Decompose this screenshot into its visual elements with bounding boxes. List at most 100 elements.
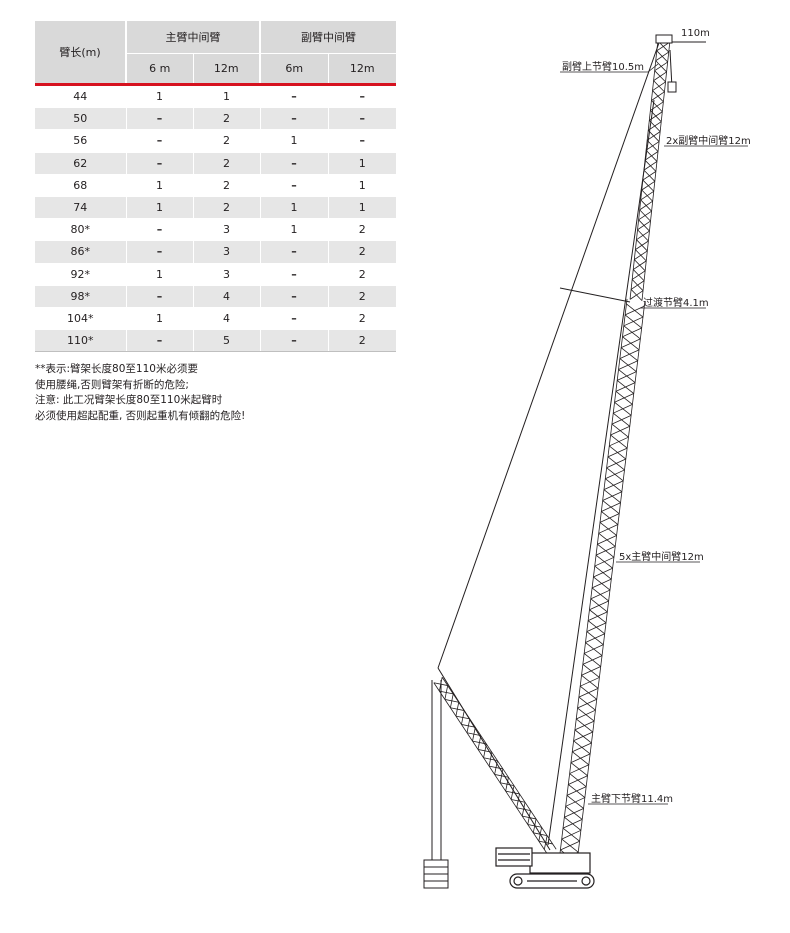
table-row: 98*–4–2: [35, 285, 396, 308]
count-cell: 1: [259, 196, 328, 220]
count-cell: 1: [259, 129, 328, 153]
boom-length-cell: 56: [35, 129, 126, 153]
count-cell: 1: [259, 218, 328, 242]
count-cell: 1: [125, 82, 193, 109]
backstay-rope: [547, 99, 655, 846]
count-cell: 5: [192, 329, 260, 353]
boom-length-cell: 44: [35, 82, 126, 109]
boom-length-cell: 50: [35, 107, 126, 131]
label-leaders: [560, 63, 748, 805]
table-row: 110*–5–2: [35, 329, 396, 353]
note-line: **表示:臂架长度80至110米必须要: [35, 363, 198, 375]
boom-length-header: 臂长(m): [35, 21, 126, 85]
jib-head-sheave: [655, 34, 673, 44]
count-cell: –: [327, 129, 396, 153]
count-cell: 2: [192, 152, 260, 175]
boom-length-cell: 80*: [35, 218, 126, 242]
jib-insert-header: 副臂中间臂: [259, 21, 396, 54]
jib-head: [655, 34, 706, 93]
boom-length-cell: 68: [35, 174, 126, 197]
transition-tie: [559, 287, 631, 303]
label-transition: 过渡节臂4.1m: [643, 296, 709, 309]
count-cell: –: [259, 107, 328, 131]
count-cell: –: [259, 329, 328, 353]
boom-length-cell: 86*: [35, 240, 126, 264]
count-cell: 1: [327, 152, 396, 175]
count-cell: –: [125, 107, 193, 131]
label-jib-top: 副臂上节臂10.5m: [562, 60, 644, 73]
crawler-base: [495, 847, 595, 889]
note-line: 必须使用超起配重, 否则起重机有倾翻的危险!: [35, 409, 246, 422]
table-row: 50–2––: [35, 107, 396, 131]
label-main-mid: 5x主臂中间臂12m: [619, 550, 704, 563]
note-line: 注意: 此工况臂架长度80至110米起臂时: [35, 394, 223, 407]
count-cell: –: [259, 263, 328, 286]
count-cell: 2: [327, 285, 396, 308]
count-cell: 3: [192, 240, 260, 264]
count-cell: 1: [192, 82, 260, 109]
main-boom-insert-header: 主臂中间臂: [125, 21, 260, 54]
count-cell: 2: [327, 240, 396, 264]
boom-length-cell: 104*: [35, 307, 126, 331]
count-cell: 1: [125, 263, 193, 286]
count-cell: 2: [327, 263, 396, 286]
count-cell: 2: [327, 307, 396, 331]
count-cell: 1: [327, 174, 396, 197]
count-cell: 2: [192, 196, 260, 220]
count-cell: 2: [192, 129, 260, 153]
count-cell: –: [259, 152, 328, 175]
table-row: 62–2–1: [35, 152, 396, 175]
count-cell: 2: [327, 329, 396, 353]
count-cell: –: [327, 107, 396, 131]
boom-length-cell: 74: [35, 196, 126, 220]
count-cell: –: [259, 82, 328, 109]
jib-lattice: [629, 39, 671, 301]
main-6m-header: 6 m: [125, 53, 193, 85]
count-cell: –: [125, 218, 193, 242]
count-cell: –: [259, 307, 328, 331]
count-cell: 2: [192, 107, 260, 131]
label-110m: 110m: [681, 28, 710, 39]
mast-lattice: [433, 677, 557, 855]
count-cell: –: [125, 329, 193, 353]
count-cell: 3: [192, 218, 260, 242]
count-cell: 1: [327, 196, 396, 220]
count-cell: 1: [125, 196, 193, 220]
count-cell: –: [259, 285, 328, 308]
count-cell: –: [327, 82, 396, 109]
count-cell: 3: [192, 263, 260, 286]
count-cell: 1: [125, 174, 193, 197]
count-cell: –: [259, 240, 328, 264]
counterweight-stack: [495, 847, 533, 867]
hook-block-icon: [667, 81, 677, 93]
count-cell: –: [125, 240, 193, 264]
count-cell: 2: [192, 174, 260, 197]
count-cell: 2: [327, 218, 396, 242]
main-boom-lattice: [558, 298, 646, 864]
count-cell: –: [125, 285, 193, 308]
note-line: 使用腰绳,否则臂架有折断的危险;: [35, 378, 189, 391]
count-cell: 4: [192, 307, 260, 331]
jib-6m-header: 6m: [259, 53, 328, 85]
count-cell: –: [259, 174, 328, 197]
table-row: 86*–3–2: [35, 240, 396, 264]
count-cell: –: [125, 152, 193, 175]
count-cell: 1: [125, 307, 193, 331]
notes: **表示:臂架长度80至110米必须要 使用腰绳,否则臂架有折断的危险; 注意:…: [35, 362, 245, 424]
boom-length-cell: 110*: [35, 329, 126, 353]
label-main-bottom: 主臂下节臂11.4m: [591, 792, 673, 805]
count-cell: –: [125, 129, 193, 153]
count-cell: 4: [192, 285, 260, 308]
main-12m-header: 12m: [192, 53, 260, 85]
mast-rope: [437, 667, 551, 851]
